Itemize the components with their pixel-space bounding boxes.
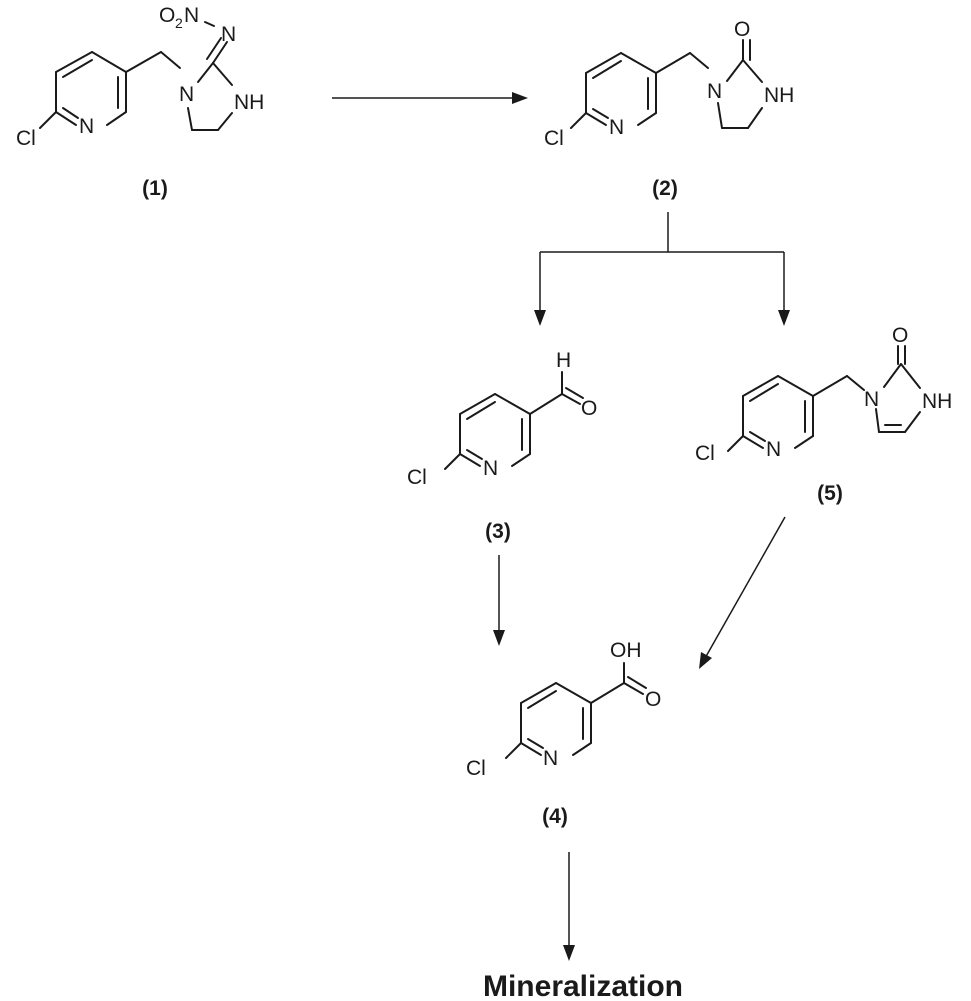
ring-nitrogen: N: [864, 388, 879, 411]
compound-4-label: (4): [542, 805, 568, 828]
aldehyde-hydrogen: H: [556, 349, 571, 372]
ring-nitrogen: N: [179, 83, 194, 106]
hydroxyl-group: OH: [610, 639, 642, 662]
nh-group: NH: [234, 91, 264, 114]
pyridine-nitrogen: N: [483, 457, 498, 480]
nitro-nitrogen: N: [184, 4, 199, 27]
arrow-3-to-4: [493, 555, 505, 646]
nitro-subscript: 2: [175, 15, 183, 31]
carbonyl-oxygen: O: [734, 18, 750, 41]
branch-arrow-2: [534, 212, 790, 326]
chlorine-atom: Cl: [544, 127, 564, 150]
arrow-4-to-mineralization: [563, 852, 575, 961]
nh-group: NH: [764, 84, 794, 107]
compound-4: Cl N OH O (4): [466, 639, 661, 828]
ring-nitrogen: N: [707, 80, 722, 103]
compound-2-label: (2): [652, 177, 678, 200]
imine-nitrogen: N: [221, 23, 236, 46]
mineralization-label: Mineralization: [483, 970, 683, 1001]
arrow-1-to-2: [332, 92, 528, 104]
chlorine-atom: Cl: [16, 127, 36, 150]
compound-1: Cl N N NH N O 2 N (1): [16, 4, 264, 200]
chlorine-atom: Cl: [407, 466, 427, 489]
pyridine-nitrogen: N: [609, 116, 624, 139]
chlorine-atom: Cl: [466, 757, 486, 780]
carbonyl-oxygen: O: [892, 324, 908, 347]
chlorine-atom: Cl: [695, 442, 715, 465]
arrow-5-to-4: [699, 516, 786, 669]
compound-1-label: (1): [142, 177, 168, 200]
compound-2: Cl N N NH O (2): [544, 18, 794, 200]
pyridine-nitrogen: N: [79, 115, 94, 138]
pyridine-nitrogen: N: [766, 438, 781, 461]
carbonyl-oxygen: O: [645, 688, 661, 711]
compound-5-label: (5): [817, 482, 843, 505]
compound-5: Cl N N NH O (5): [695, 324, 952, 505]
nitro-oxygen: O: [159, 4, 175, 27]
nh-group: NH: [922, 390, 952, 413]
compound-3: Cl N H O (3): [407, 349, 597, 543]
compound-3-label: (3): [485, 520, 511, 543]
pyridine-nitrogen: N: [543, 747, 558, 770]
aldehyde-oxygen: O: [581, 397, 597, 420]
